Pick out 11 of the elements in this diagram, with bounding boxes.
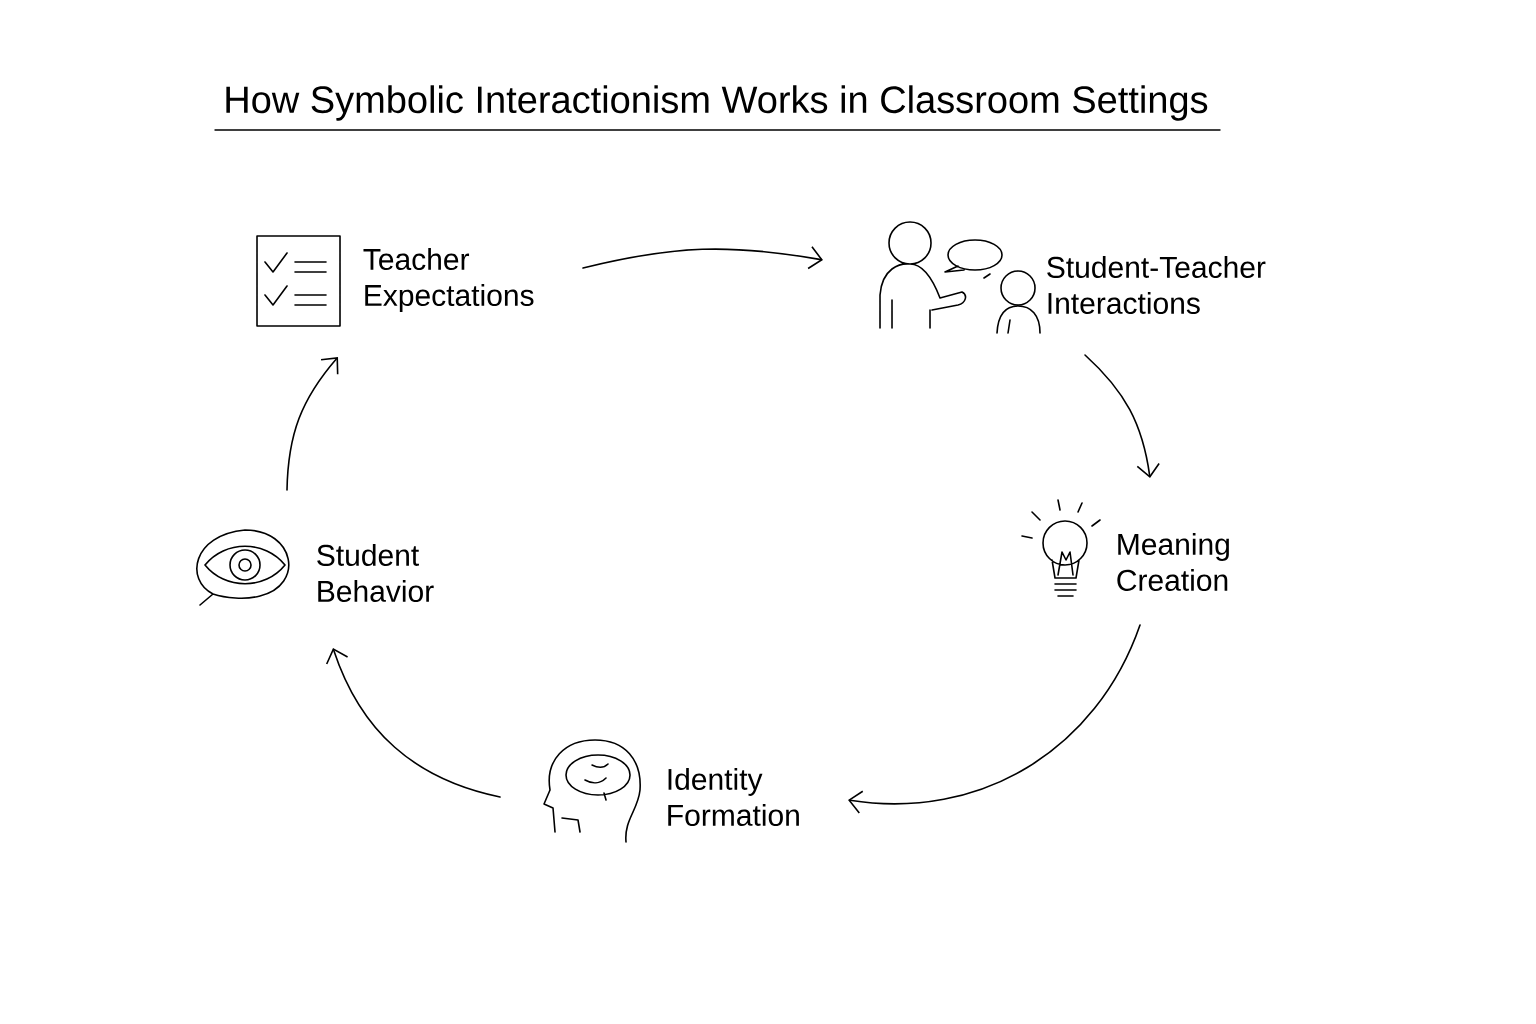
step-label: Student Behavior	[317, 544, 434, 602]
arrow	[286, 357, 339, 491]
arrow	[325, 648, 501, 798]
step-label: Identity Formation	[668, 768, 799, 826]
arrow	[1084, 354, 1160, 478]
arrow	[582, 246, 823, 270]
arrow	[848, 624, 1141, 814]
step-label: Meaning Creation	[1117, 533, 1229, 591]
step-label: Teacher Expectations	[363, 248, 534, 312]
title: How Symbolic Interactionism Works in Classroom Settings	[226, 85, 1208, 121]
step-label: Student-Teacher Interactions	[1047, 256, 1266, 314]
